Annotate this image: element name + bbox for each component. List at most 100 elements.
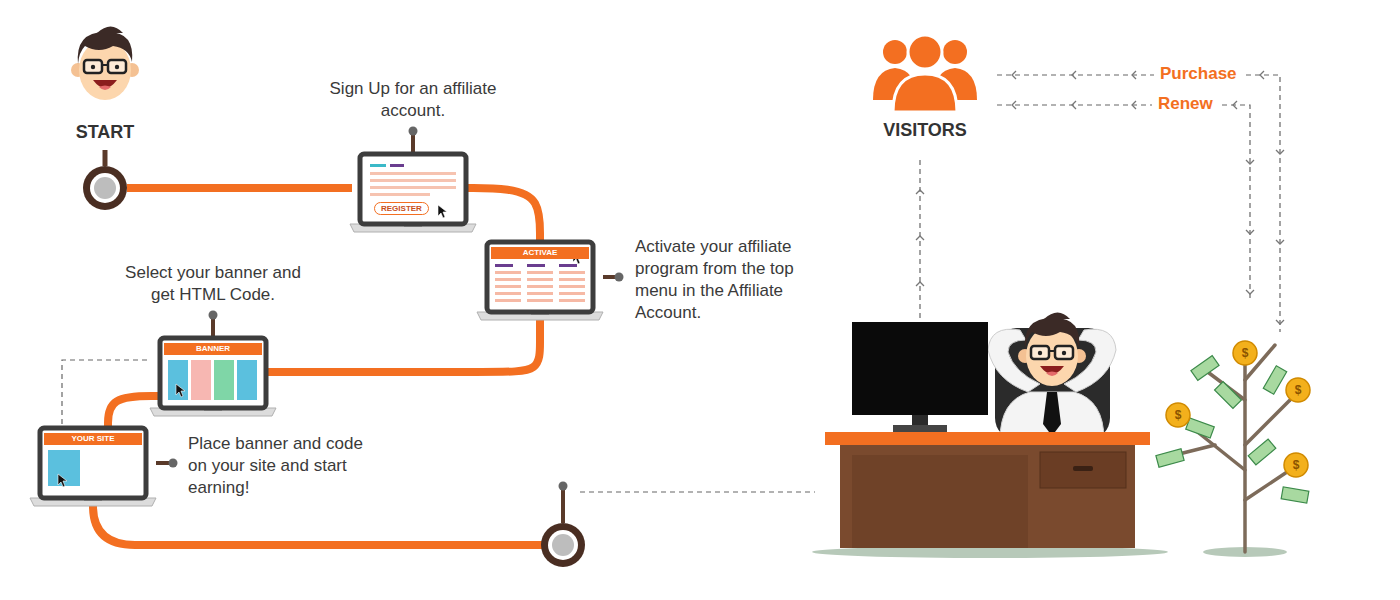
register-button: REGISTER [374, 202, 429, 215]
visitors-icon [873, 35, 977, 112]
desk [1040, 452, 1126, 488]
arrow-chevron [1260, 71, 1264, 79]
path-marker [541, 523, 585, 567]
computer-monitor [852, 322, 988, 432]
banknote [1263, 366, 1286, 395]
dashed-line [919, 160, 920, 318]
gold-coin [1166, 403, 1190, 427]
screen-line [559, 285, 585, 288]
leader-stem [561, 489, 565, 523]
computer-monitor [852, 322, 988, 415]
screen-line [495, 264, 513, 267]
arrow-chevron [1012, 71, 1016, 79]
desk [1073, 466, 1093, 471]
leader-dot [409, 127, 418, 136]
leader-dot [559, 482, 568, 491]
banknote [1215, 382, 1242, 409]
start-character [71, 27, 139, 101]
flow-label: Purchase [1160, 64, 1237, 84]
money-tree [1175, 345, 1290, 552]
desk [840, 445, 1135, 548]
screen-line [559, 278, 585, 281]
screen-line [495, 299, 521, 302]
person-head [943, 40, 967, 64]
screen-line [370, 186, 456, 189]
seated-man [988, 313, 1116, 441]
dashed-line [62, 75, 1280, 492]
path-marker [90, 173, 120, 203]
laptop-screen [487, 242, 593, 312]
arrow-chevron [916, 71, 1284, 324]
mouse-cursor [438, 205, 447, 218]
flow-label: Renew [1158, 94, 1213, 114]
start-character [103, 150, 108, 166]
screen-line [527, 299, 553, 302]
leader-dot [169, 459, 178, 468]
coin-symbol: $ [1175, 408, 1182, 422]
screen-line [390, 164, 404, 167]
laptop-step: Select your banner and get HTML Code.BAN… [150, 336, 276, 418]
arrow-chevron [1012, 101, 1016, 109]
leader-stem [211, 317, 215, 336]
dashed-line [1222, 105, 1250, 300]
screen-line [559, 264, 577, 267]
step-caption: Select your banner and get HTML Code. [123, 262, 303, 306]
gold-coin [1233, 341, 1257, 365]
banner-block [48, 450, 80, 486]
banknote [1248, 439, 1276, 465]
screen-line [559, 271, 585, 274]
laptop-step: YOUR SITEPlace banner and code on your s… [30, 426, 156, 508]
screen-line [559, 299, 585, 302]
step-path [466, 188, 540, 240]
screen-content [370, 164, 456, 218]
dashed-line [997, 104, 1152, 105]
banner-block [168, 360, 188, 400]
screen-line [370, 164, 386, 167]
arrow-chevron [1276, 240, 1284, 244]
arrow-chevron [1072, 71, 1076, 79]
step-caption: Sign Up for an affiliate account. [323, 78, 503, 122]
screen-line [527, 292, 553, 295]
start-label: START [76, 122, 135, 143]
step-caption: Activate your affiliate program from the… [635, 236, 835, 324]
path-marker [93, 506, 585, 567]
dashed-line [997, 74, 1154, 75]
screen-line [495, 271, 521, 274]
arrow-chevron [916, 236, 924, 240]
banknote [1281, 487, 1309, 503]
banner-block [237, 360, 257, 400]
screen-line [370, 172, 456, 175]
gold-coin [1166, 341, 1310, 477]
screen-line [370, 193, 430, 196]
money-tree [1245, 400, 1290, 445]
node-label: VISITORS [865, 120, 985, 141]
arrow-chevron [1246, 230, 1254, 234]
screen-line [495, 285, 521, 288]
leader-stem [411, 133, 415, 152]
money-tree [1195, 430, 1245, 470]
path-marker [93, 506, 542, 545]
screen-header: YOUR SITE [44, 433, 142, 445]
banner-block [191, 360, 211, 400]
laptop-step: ACTIVAEActivate your affiliate program f… [477, 240, 603, 322]
step-caption: Place banner and code on your site and s… [188, 433, 373, 499]
dashed-line [580, 491, 815, 492]
seated-man [1043, 392, 1061, 436]
screen-line [495, 292, 521, 295]
screen-line [527, 285, 553, 288]
start-character [71, 27, 139, 167]
arrow-chevron [1233, 101, 1237, 109]
person-head [908, 35, 942, 69]
money-tree [1243, 360, 1247, 552]
seated-man [1018, 313, 1086, 387]
arrow-chevron [1276, 320, 1284, 324]
banknote [1156, 356, 1309, 504]
mouse-cursor [176, 384, 185, 397]
leader-dot [209, 311, 218, 320]
screen-header: ACTIVAE [491, 247, 589, 259]
computer-monitor [893, 425, 947, 432]
screen-content [48, 450, 80, 487]
laptop-step: Sign Up for an affiliate account.REGISTE… [350, 152, 476, 234]
screen-line [527, 278, 553, 281]
screen-line [527, 264, 545, 267]
